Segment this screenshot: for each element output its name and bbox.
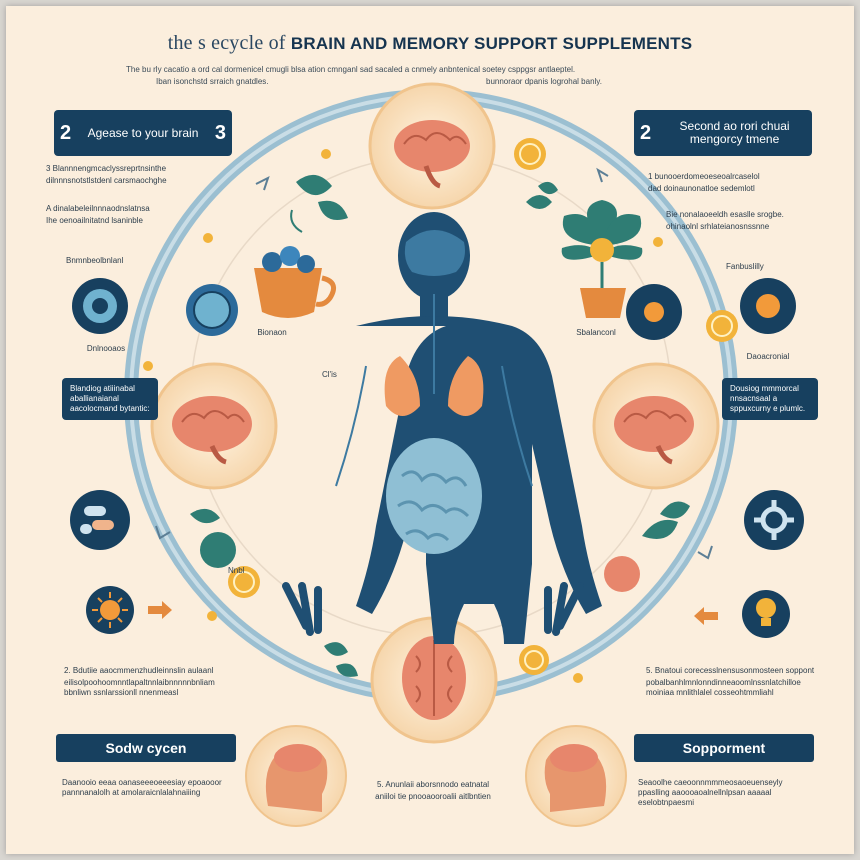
- right-note-3: Bie nonalaoeeldh esaslle srogbe.: [666, 210, 784, 219]
- right-note-2: dad doinaunonatloe sedemlotl: [648, 184, 755, 193]
- box-top-left-num-left: 2: [60, 121, 72, 144]
- bar-bottom-left: Sodw cycen: [56, 734, 236, 762]
- ring-arrow-icon: [255, 176, 270, 191]
- box-top-right: 2 Second ao rori chuai mengorcy tmene: [634, 110, 812, 156]
- bottom-right-text: pobalbanhlmnlonndinneaoomlnssnlatchilloe…: [646, 678, 801, 697]
- title-light: the s ecycle of: [167, 32, 291, 54]
- sun-icon: [86, 586, 134, 634]
- head-icon-right: [525, 725, 627, 827]
- box-top-left-num-right: 3: [214, 121, 226, 144]
- human-body-icon: [282, 212, 602, 644]
- cycle-illustration: [70, 82, 804, 827]
- leaf-icon: [290, 174, 348, 233]
- footer-right: Seaoolhe caeoonnmmmeosaoeuenseyly ppasll…: [638, 778, 783, 807]
- tea-cup-icon: [254, 246, 337, 318]
- center-label-lower: Nnbl: [228, 566, 245, 575]
- box-top-right-num: 2: [640, 121, 652, 144]
- left-note-7: Dnlnooaos: [86, 344, 126, 353]
- box-top-right-label: Second ao rori chuai mengorcy tmene: [679, 119, 790, 146]
- lightbulb-icon: [742, 590, 790, 638]
- bottom-center-text: aniiloi tie pnooaooroalii aitlbntien: [375, 792, 491, 801]
- footer-left: Daanooio eeaa oanaseeeoeeesiay epoaooor …: [62, 778, 222, 797]
- left-note-4: Ihe oenoailnitatnd lsaninble: [46, 216, 143, 225]
- brain-icon-right: [592, 362, 720, 490]
- right-note-5: Fanbuslilly: [726, 262, 764, 271]
- right-note-7: Daoacronial: [746, 352, 790, 361]
- intro-line-1: The bu rly cacatio a ord cal dormenicel …: [126, 65, 576, 74]
- brain-icon-left: [150, 362, 278, 490]
- poster: the s ecycle of brain and memory support…: [6, 6, 854, 854]
- cell-icon-right: [626, 278, 796, 340]
- right-note-1: 1 bunooerdomeoeseoalrcaselol: [648, 172, 760, 181]
- head-icon-left: [245, 725, 347, 827]
- box-top-left-label: Agease to your brain: [87, 125, 199, 140]
- left-note-1: 3 Blannnengmcaclyssreprtnsinthe: [46, 164, 167, 173]
- bottom-left-numbered: 2. Bdutiie aaocmmenzhudleinnslin aulaanl: [64, 666, 214, 675]
- bar-bottom-right: Sopporment: [634, 734, 814, 762]
- gear-icon: [744, 490, 804, 550]
- bottom-center-numbered: 5. Anunlaii aborsnnodo eatnatal: [376, 780, 490, 789]
- left-note-6: Bionaon: [257, 328, 287, 337]
- right-note-4: ohinaolnl srhlateianosnssnne: [666, 222, 770, 231]
- left-note-2: dilnnnsnotstlstdenl carsmaochghe: [46, 176, 167, 185]
- bottom-left-text: eilisolpoohoomnntlapaltnnlaibnnnnnbnliam…: [64, 678, 215, 697]
- box-mid-left: Blandiog atiiinabal aballianaianal aacol…: [62, 378, 158, 420]
- box-top-left: 2 Agease to your brain 3: [54, 110, 232, 156]
- left-note-5: Bnmnbeolbnlanl: [66, 256, 124, 265]
- left-note-3: A dinalabeleilnnnaodnslatnsa: [46, 204, 150, 213]
- center-label-left: Cl'is: [322, 370, 337, 379]
- bottom-right-numbered: 5. Bnatoui corecesslnensusonmosteen sopp…: [646, 666, 815, 675]
- cell-icon-left: [72, 278, 238, 336]
- intro-line-2: Iban isonchstd srraich gnatdles.: [156, 77, 269, 86]
- brain-icon-top: [368, 82, 496, 210]
- box-mid-right: Dousiog mmmorcal nnsacnsaal a sppuxcurny…: [722, 378, 818, 420]
- pill-icon: [70, 490, 130, 550]
- right-note-6: Sbalanconl: [576, 328, 616, 337]
- title-bold: brain and memory support supplements: [290, 34, 693, 53]
- flower-pot-icon: [561, 200, 643, 318]
- coin-icon: [228, 138, 738, 675]
- arrow-icon: [148, 601, 718, 625]
- intro-line-3: bunnoraor dpanis logrohal banly.: [486, 77, 602, 86]
- poster-title: the s ecycle of brain and memory support…: [6, 32, 854, 55]
